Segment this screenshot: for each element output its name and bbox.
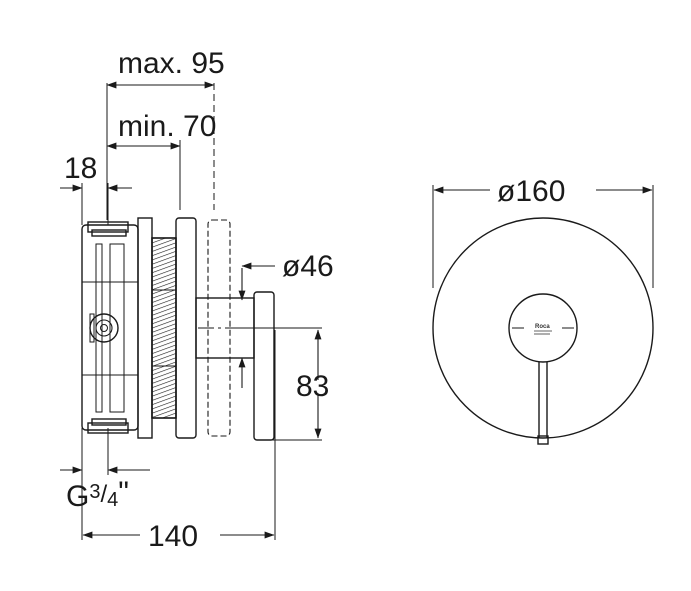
escutcheon-plate [432,217,654,439]
dimension-lines [60,81,322,539]
handle-height-label: 83 [296,370,329,403]
extension-lines [81,83,322,540]
handle-lever [537,362,549,445]
connection-thread-label: G3/4" [66,476,129,513]
overall-depth-label: 140 [148,520,198,553]
side-view [81,83,322,540]
roca-logo: Roca [534,324,552,335]
valve-body [81,221,139,434]
thread-prefix: G [66,480,89,513]
max-depth-label: max. 95 [118,47,225,80]
thread-fraction-separator: / [100,481,107,508]
thread-fraction-numerator: 3 [89,481,100,503]
hub-diameter-label: ø46 [282,250,334,283]
min-depth-label: min. 70 [118,110,216,143]
front-view [432,185,654,445]
plate-diameter-label: ø160 [497,175,565,208]
plate-extension-lines [432,185,654,288]
handle-hub [508,293,578,363]
thread-inch-mark: " [118,476,129,509]
cartridge-housing [137,217,197,439]
logo-text: Roca [535,324,550,330]
wall-offset-label: 18 [64,152,97,185]
thread-fraction-denominator: 4 [107,489,118,511]
